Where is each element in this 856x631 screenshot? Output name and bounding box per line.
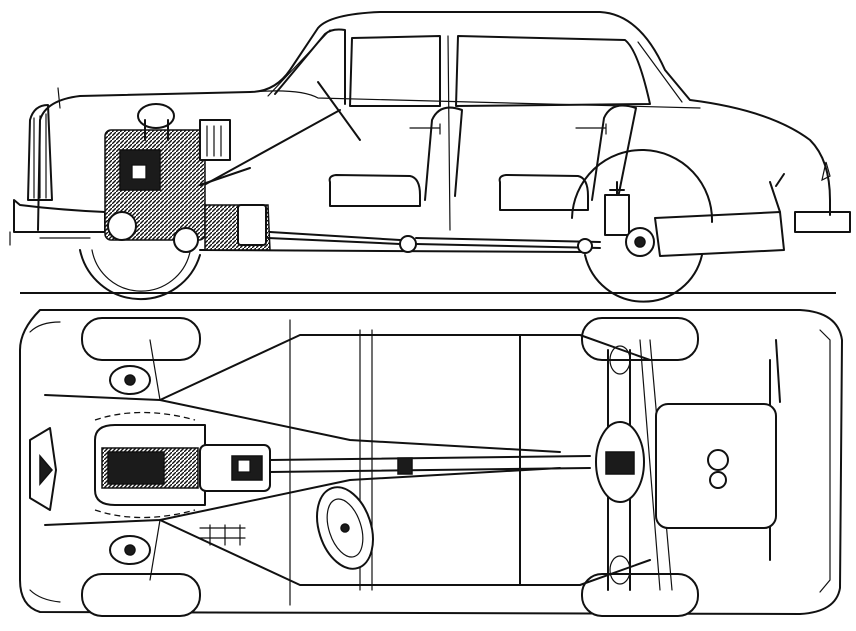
door-handle-front	[409, 123, 441, 135]
side-view	[9, 11, 851, 303]
plan-steering-wheel	[316, 486, 374, 570]
plan-propeller-shaft	[269, 455, 591, 475]
plan-view	[19, 309, 843, 617]
rear-seat	[498, 174, 589, 211]
pedals	[199, 524, 246, 546]
front-seat	[328, 174, 421, 207]
rear-window	[455, 35, 651, 107]
front-left-wheel	[81, 317, 201, 361]
rear-axle	[595, 339, 673, 591]
steering-wheel	[317, 81, 361, 141]
front-right-wheel	[81, 573, 201, 617]
rear-left-wheel	[581, 317, 699, 361]
gearbox	[199, 167, 271, 251]
rear-wheel	[571, 149, 714, 303]
front-bumper	[13, 199, 106, 233]
plan-gearbox	[199, 444, 271, 492]
rear-right-wheel	[581, 573, 699, 617]
fuel-tank	[655, 339, 781, 529]
radiator-grille	[27, 87, 61, 201]
plan-engine	[94, 411, 206, 519]
front-wheel	[79, 249, 201, 301]
plan-body-outline	[19, 309, 843, 615]
rear-axle-assembly	[604, 173, 785, 257]
front-suspension	[109, 339, 161, 581]
windscreen-frame	[274, 28, 346, 105]
engine-block	[104, 103, 231, 253]
rear-bumper	[794, 211, 851, 233]
front-window	[349, 35, 441, 107]
door-handle-rear	[575, 123, 607, 135]
steering-column	[194, 109, 341, 191]
propeller-shaft	[267, 231, 601, 254]
